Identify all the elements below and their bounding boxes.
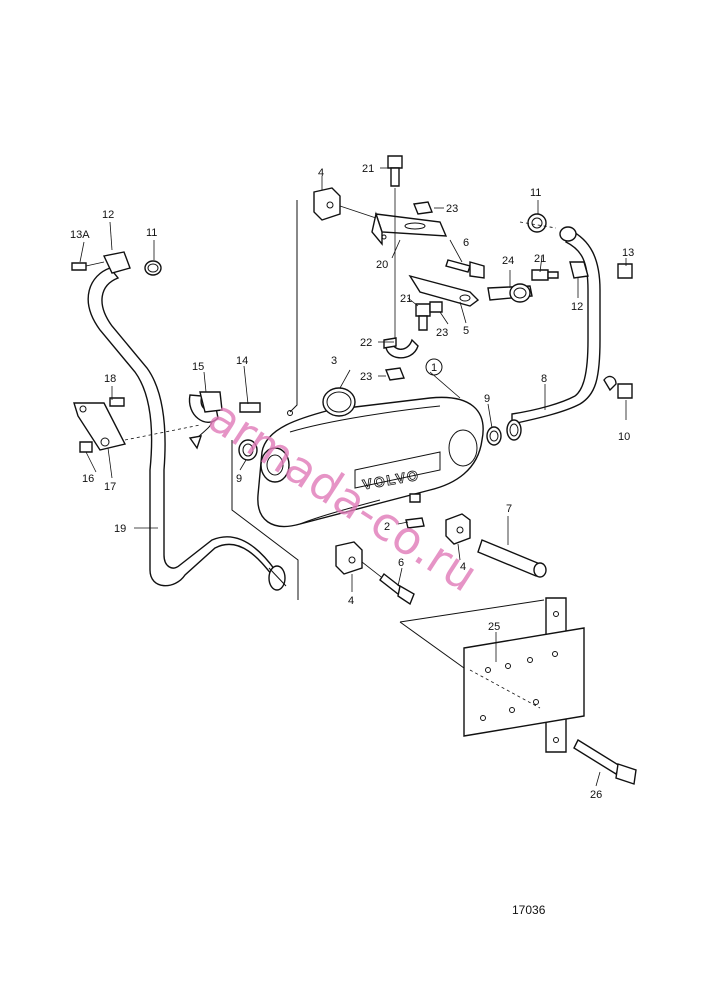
- label-10: 10: [618, 431, 630, 443]
- bracket-5: [408, 274, 480, 307]
- o-ring-3: [322, 387, 356, 417]
- bolt-21-top: [387, 155, 403, 355]
- label-18: 18: [104, 373, 116, 385]
- label-6-top: 6: [463, 237, 469, 249]
- label-26: 26: [590, 789, 602, 801]
- label-19: 19: [114, 523, 126, 535]
- label-21-right: 21: [534, 253, 546, 265]
- label-13a: 13A: [70, 229, 90, 241]
- pipe-19: [87, 267, 287, 591]
- label-25: 25: [488, 621, 500, 633]
- pipe-8: [506, 213, 633, 441]
- label-7: 7: [506, 503, 512, 515]
- label-23-mid: 23: [436, 327, 448, 339]
- label-11-left: 11: [146, 227, 157, 239]
- label-23-top: 23: [446, 203, 458, 215]
- label-16: 16: [82, 473, 94, 485]
- mount-4-top: [313, 187, 377, 221]
- bolt-26: [573, 739, 637, 785]
- label-4-top: 4: [318, 167, 324, 179]
- label-5: 5: [463, 325, 469, 337]
- label-21-mid: 21: [400, 293, 412, 305]
- label-4-low-left: 4: [348, 595, 354, 607]
- leader-frame-top: [289, 200, 298, 413]
- label-15: 15: [192, 361, 204, 373]
- nut-23-top: [413, 201, 433, 215]
- bracket-17: [73, 397, 201, 453]
- label-20: 20: [376, 259, 388, 271]
- label-23-low: 23: [360, 371, 372, 383]
- plate-25: [399, 597, 585, 753]
- part-labels: 1 2 3 4 4 4 5 6 6 7 8 9 9 10 11 11 12 12…: [70, 163, 634, 801]
- bolt-23-mid: [429, 301, 443, 313]
- mount-4-low-right: [445, 513, 471, 545]
- label-24: 24: [502, 255, 514, 267]
- callout-circle-1: [425, 358, 443, 376]
- label-1: 1: [431, 362, 437, 374]
- label-4-low-right: 4: [460, 561, 466, 573]
- clamp-24: [487, 283, 533, 303]
- leader-frame-left: [231, 440, 299, 600]
- label-21-top: 21: [362, 163, 374, 175]
- label-11-right: 11: [530, 187, 541, 199]
- bolt-6-low: [379, 572, 415, 606]
- clamp-15: [188, 391, 261, 450]
- label-2: 2: [384, 521, 390, 533]
- label-9-left: 9: [236, 473, 242, 485]
- label-13: 13: [622, 247, 634, 259]
- bolt-6-top: [445, 259, 485, 279]
- label-12-left: 12: [102, 209, 114, 221]
- label-9-right: 9: [484, 393, 490, 405]
- leader-lines: [79, 167, 627, 787]
- label-12-right: 12: [571, 301, 583, 313]
- label-22: 22: [360, 337, 372, 349]
- rod-7: [477, 539, 547, 578]
- label-6-low: 6: [398, 557, 404, 569]
- label-17: 17: [104, 481, 116, 493]
- label-8: 8: [541, 373, 547, 385]
- heat-exchanger-1: VOLVO: [238, 396, 484, 528]
- o-ring-9-right: [486, 426, 502, 446]
- figure-number: 17036: [512, 903, 546, 917]
- bolt-21-right: [531, 269, 559, 281]
- bolt-21-mid: [415, 303, 431, 331]
- clamp-22: [383, 337, 419, 359]
- label-3: 3: [331, 355, 337, 367]
- label-14: 14: [236, 355, 248, 367]
- clamp-12-left: [71, 251, 162, 276]
- bracket-20: [371, 211, 448, 246]
- nut-23-low: [385, 367, 405, 381]
- washer-2: [405, 517, 425, 529]
